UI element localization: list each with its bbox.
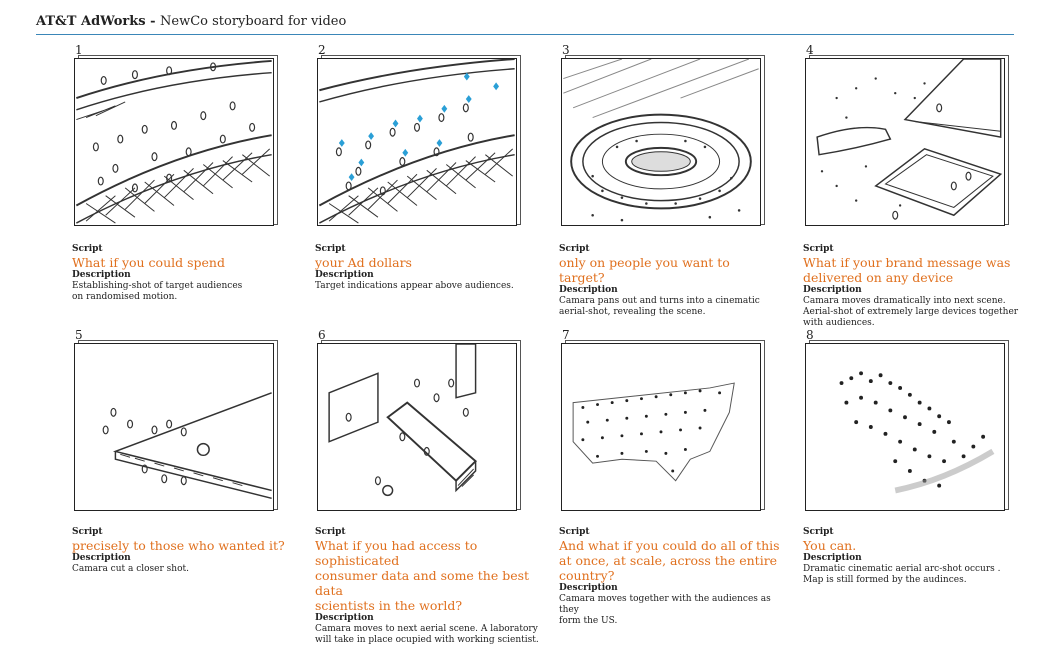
script-label: Script bbox=[559, 244, 590, 254]
sketch-frame bbox=[317, 343, 517, 511]
panel-script: What if you had access to sophisticated … bbox=[315, 538, 530, 613]
panel-script: your Ad dollars bbox=[315, 255, 412, 270]
panel-number: 8 bbox=[806, 328, 814, 342]
description-label: Description bbox=[803, 285, 862, 295]
panel-text: Script What if your brand message was de… bbox=[803, 244, 1035, 329]
sketch-stadium-crowd bbox=[75, 59, 272, 224]
panel-text: Script only on people you want to target… bbox=[559, 244, 791, 318]
panel-number: 2 bbox=[318, 43, 326, 57]
panel-description: Camara moves to next aerial scene. A lab… bbox=[315, 624, 539, 645]
sketch-frame bbox=[805, 58, 1005, 226]
script-label: Script bbox=[315, 244, 346, 254]
description-label: Description bbox=[315, 613, 374, 623]
script-label: Script bbox=[72, 527, 103, 537]
panel-description: Camara cut a closer shot. bbox=[72, 564, 189, 574]
panel-description: Camara moves dramatically into next scen… bbox=[803, 296, 1019, 328]
script-label: Script bbox=[803, 527, 834, 537]
sketch-frame bbox=[317, 58, 517, 226]
panel-description: Camara moves together with the audiences… bbox=[559, 594, 771, 626]
script-label: Script bbox=[803, 244, 834, 254]
sketch-laboratory bbox=[328, 344, 478, 497]
panel-script: You can. bbox=[803, 538, 857, 553]
title-separator: - bbox=[145, 14, 161, 29]
brand-name: AT&T AdWorks bbox=[36, 14, 146, 29]
script-label: Script bbox=[559, 527, 590, 537]
panel-text: Script What if you could spend Descripti… bbox=[72, 244, 304, 303]
panel-script: What if your brand message was delivered… bbox=[803, 255, 1011, 285]
script-label: Script bbox=[315, 527, 346, 537]
panel-text: Script You can. Description Dramatic cin… bbox=[803, 527, 1035, 586]
description-label: Description bbox=[559, 583, 618, 593]
description-label: Description bbox=[72, 553, 131, 563]
panel-number: 1 bbox=[75, 43, 83, 57]
sketch-aerial-arc-map bbox=[839, 371, 995, 494]
panel-script: only on people you want to target? bbox=[559, 255, 730, 285]
description-label: Description bbox=[72, 270, 131, 280]
panel-text: Script What if you had access to sophist… bbox=[315, 527, 547, 646]
panel-description: Establishing-shot of target audiences on… bbox=[72, 281, 243, 302]
page-title: AT&T AdWorks - NewCo storyboard for vide… bbox=[36, 12, 1014, 32]
storyboard-subtitle: NewCo storyboard for video bbox=[160, 14, 347, 29]
sketch-aerial-stadium bbox=[563, 59, 759, 222]
panel-description: Dramatic cinematic aerial arc-shot occur… bbox=[803, 564, 1001, 585]
sketch-crowd-us-map bbox=[572, 382, 735, 482]
panel-number: 3 bbox=[562, 43, 570, 57]
script-label: Script bbox=[72, 244, 103, 254]
sketch-frame bbox=[561, 343, 761, 511]
sketch-frame bbox=[805, 343, 1005, 511]
panel-description: Target indications appear above audience… bbox=[315, 281, 514, 291]
panel-number: 6 bbox=[318, 328, 326, 342]
sketch-frame bbox=[74, 343, 274, 511]
panel-text: Script your Ad dollars Description Targe… bbox=[315, 244, 547, 292]
sketch-close-shot bbox=[102, 392, 272, 499]
description-label: Description bbox=[803, 553, 862, 563]
panel-description: Camara pans out and turns into a cinemat… bbox=[559, 296, 760, 317]
panel-number: 7 bbox=[562, 328, 570, 342]
description-label: Description bbox=[315, 270, 374, 280]
sketch-frame bbox=[74, 58, 274, 226]
panel-text: Script And what if you could do all of t… bbox=[559, 527, 791, 627]
panel-number: 5 bbox=[75, 328, 83, 342]
panel-script: And what if you could do all of this at … bbox=[559, 538, 780, 583]
panel-script: What if you could spend bbox=[72, 255, 225, 270]
sketch-frame bbox=[561, 58, 761, 226]
panel-number: 4 bbox=[806, 43, 814, 57]
storyboard-header: AT&T AdWorks - NewCo storyboard for vide… bbox=[36, 12, 1014, 35]
panel-script: precisely to those who wanted it? bbox=[72, 538, 285, 553]
sketch-large-devices bbox=[816, 59, 1003, 220]
panel-text: Script precisely to those who wanted it?… bbox=[72, 527, 304, 575]
sketch-stadium-targets bbox=[318, 59, 515, 224]
description-label: Description bbox=[559, 285, 618, 295]
